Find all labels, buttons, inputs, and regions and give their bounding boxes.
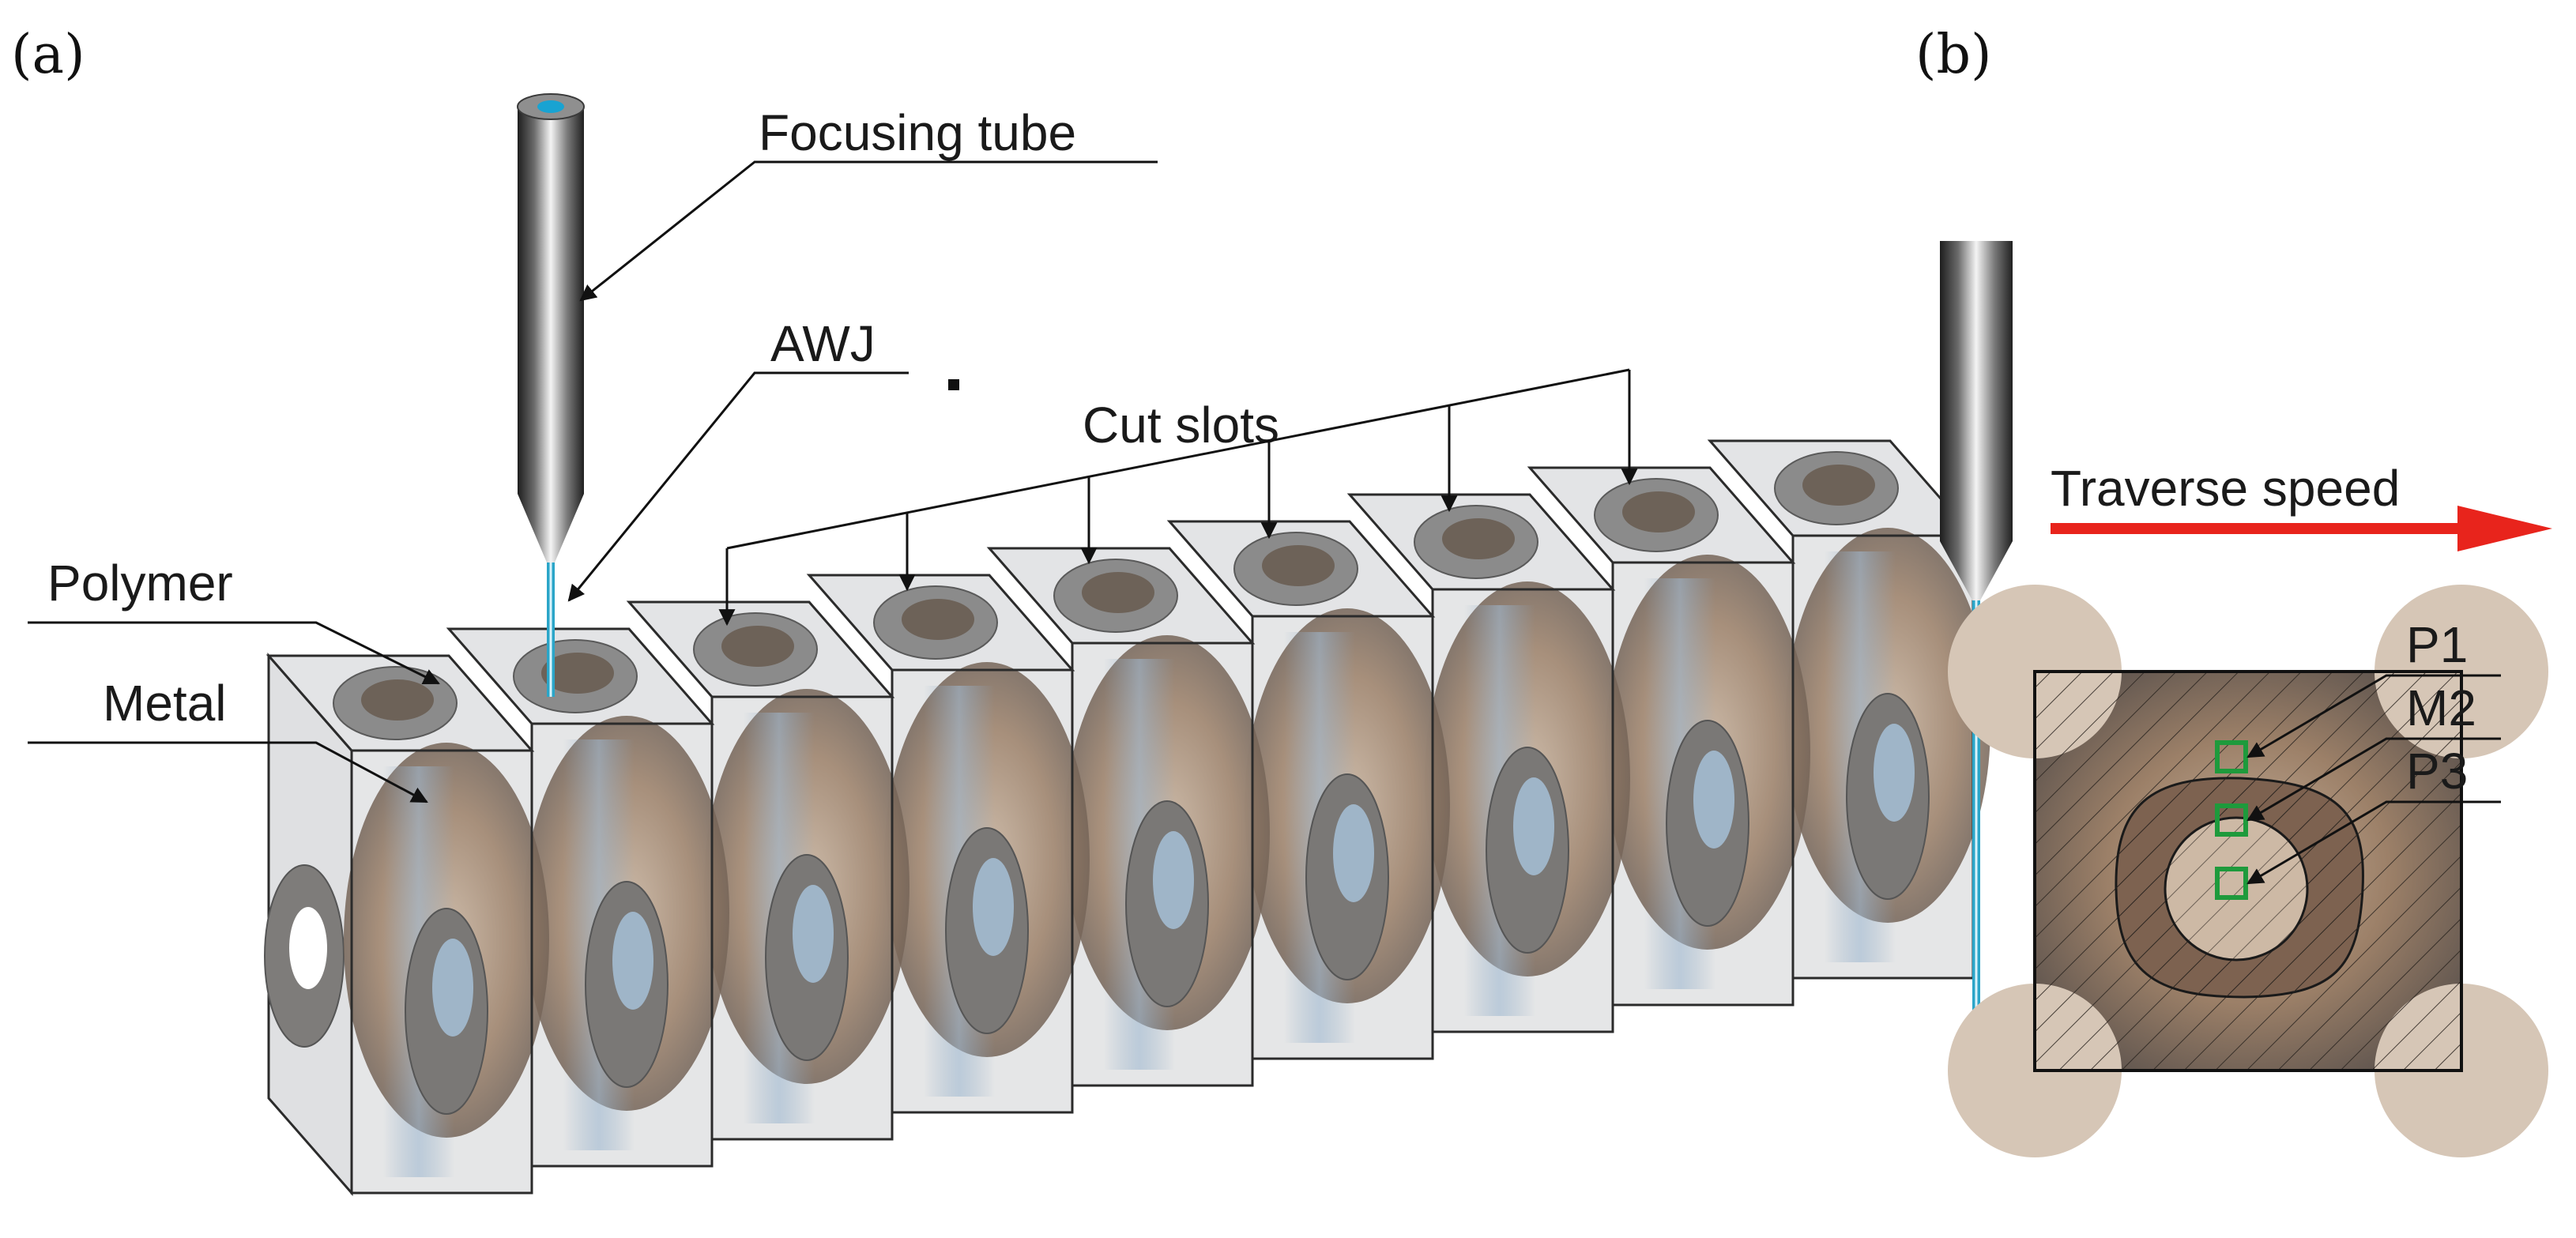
leader-metal [28, 741, 428, 803]
abrasive-water-jet [547, 563, 555, 697]
label-p3: P3 [2406, 743, 2468, 800]
leader-focusing-tube [579, 160, 1158, 302]
workpiece-slice [1527, 466, 1810, 1007]
marker-p3 [2215, 867, 2248, 900]
panel-label-a: (a) [11, 24, 85, 86]
leader-awj [567, 371, 909, 602]
label-p1: P1 [2406, 616, 2468, 673]
panel-label-b: (b) [1915, 24, 1992, 86]
workpiece-slice [264, 653, 549, 1196]
label-cut-slots: Cut slots [1083, 397, 1279, 453]
cut-slots-bracket [718, 368, 1638, 627]
marker-m2 [2215, 803, 2248, 837]
workpiece-slice [1166, 520, 1450, 1060]
label-focusing-tube: Focusing tube [759, 104, 1076, 161]
workpiece-slice [1707, 439, 1990, 980]
workpiece-slice [626, 600, 910, 1141]
leader-m2 [2246, 737, 2501, 822]
marker-p1 [2215, 740, 2248, 773]
focusing-tube-a [517, 93, 585, 563]
workpiece-slice [446, 627, 729, 1168]
label-traverse-speed: Traverse speed [2051, 460, 2400, 517]
label-metal: Metal [103, 675, 227, 732]
focusing-tube-b [1940, 241, 2013, 1071]
stray-dot [948, 379, 959, 390]
workpiece-slice [986, 547, 1270, 1087]
traverse-direction-arrow [2051, 506, 2552, 551]
label-awj: AWJ [770, 315, 876, 372]
workpiece-slice [806, 574, 1090, 1114]
label-polymer: Polymer [47, 555, 233, 611]
leader-p3 [2246, 800, 2501, 885]
workpiece-slices [264, 439, 1990, 1196]
leader-polymer [28, 621, 440, 685]
leader-p1 [2246, 674, 2501, 758]
label-m2: M2 [2406, 679, 2476, 736]
measurement-markers [2215, 740, 2248, 900]
workpiece-slice [1346, 493, 1630, 1033]
